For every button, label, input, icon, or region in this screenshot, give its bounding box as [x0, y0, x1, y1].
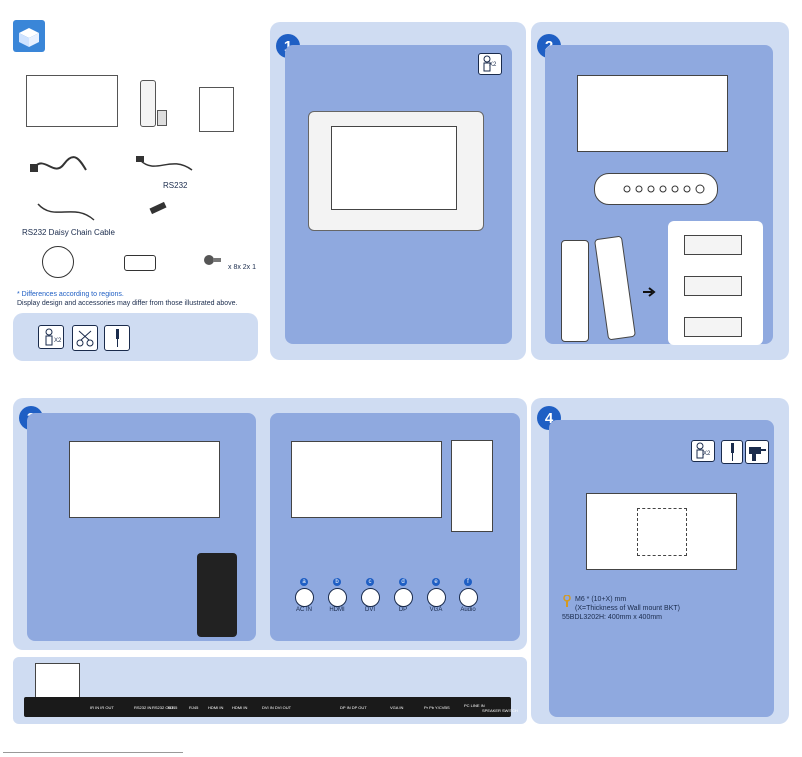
- port-label: Pr Pb Y/CVBS: [424, 705, 450, 710]
- step-4-two-person-icon: [691, 440, 715, 462]
- ir-sensor-cable-illustration: [149, 201, 167, 215]
- connector-label: AC IN: [295, 607, 312, 613]
- mount-model-spec: 55BDL3202H: 400mm x 400mm: [562, 614, 662, 621]
- connector-label: DVI: [364, 607, 375, 613]
- battery-insert-panel: [668, 221, 763, 345]
- connector-vga: e VGA: [421, 578, 451, 613]
- drill-icon: [745, 440, 769, 464]
- port-label: DP IN DP OUT: [340, 705, 367, 710]
- port-label: HDMI IN: [232, 705, 248, 710]
- mount-screw-spec: M6 * (10+X) mm: [575, 596, 627, 603]
- control-panel-closeup: [594, 173, 718, 205]
- screw-icon: [562, 594, 572, 612]
- connector-hdmi: b HDMI: [322, 578, 352, 613]
- connector-label: HDMI: [329, 607, 345, 613]
- port-label: HDMI IN: [208, 705, 224, 710]
- daisy-chain-label: RS232 Daisy Chain Cable: [22, 228, 115, 237]
- remote-illustration: [140, 80, 156, 127]
- mount-hole-pattern: [637, 508, 687, 556]
- quick-guide-illustration: [199, 87, 234, 132]
- display-rear-mount: [586, 493, 737, 570]
- screwdriver-icon: [104, 325, 130, 351]
- connector-tag: d: [399, 578, 407, 586]
- io-ports-bar: IR IN IR OUT RS232 IN RS232 OUT RJ45 RJ4…: [24, 697, 518, 717]
- connector-label: DP: [398, 607, 408, 613]
- power-switch-illustration: [35, 663, 80, 698]
- bracket-illustration: [124, 255, 156, 271]
- connector-tag: c: [366, 578, 374, 586]
- connector-audio: f Audio: [453, 578, 483, 613]
- rs232-cable-illustration: [136, 150, 196, 185]
- regions-note: * Differences according to regions.: [17, 291, 124, 298]
- display-rear-view: [577, 75, 728, 152]
- connector-tag: b: [333, 578, 341, 586]
- display-in-packaging: [308, 111, 484, 231]
- footer-rule: [3, 752, 183, 753]
- display-rear-step3: [69, 441, 220, 518]
- box-icon: [13, 20, 45, 52]
- step-4-persons-count: X2: [703, 451, 711, 457]
- screws-label: x 8x 2x 1: [228, 264, 257, 271]
- display-illustration: [26, 75, 118, 127]
- pc-tower-illustration: [451, 440, 493, 532]
- connector-row: a AC IN b HDMI c DVI d DP e VGA f Audio: [285, 578, 485, 628]
- connector-label: VGA: [429, 607, 443, 613]
- arrow-right-icon: [643, 284, 657, 302]
- round-plate-illustration: [42, 246, 74, 278]
- port-label: RS232 IN: [134, 705, 152, 710]
- port-label: IR IN IR OUT: [90, 705, 114, 710]
- port-label: DVI IN DVI OUT: [262, 705, 292, 710]
- port-label: SPEAKER SWITCH: [482, 708, 518, 713]
- port-label: PC LINE IN: [464, 703, 485, 708]
- connector-dp: d DP: [388, 578, 418, 613]
- connector-tag: f: [464, 578, 472, 586]
- screw-illustration: [203, 252, 221, 273]
- daisy-chain-cable-illustration: [36, 198, 96, 231]
- step-1-persons-count: X2: [489, 62, 497, 68]
- remote-front: [561, 240, 589, 342]
- mount-screw-note: (X=Thickness of Wall mount BKT): [575, 605, 680, 612]
- connector-tag: e: [432, 578, 440, 586]
- io-panel-closeup: [197, 553, 237, 637]
- connector-label: Audio: [460, 607, 476, 613]
- rs232-label: RS232: [163, 181, 188, 190]
- connector-dvi: c DVI: [355, 578, 385, 613]
- port-label: VGA IN: [390, 705, 404, 710]
- display-rear-connections: [291, 441, 442, 518]
- batteries-illustration: [157, 110, 167, 126]
- port-label: RJ45: [168, 705, 178, 710]
- tools-persons-count: X2: [54, 338, 62, 344]
- port-label: RS232 OUT: [152, 705, 174, 710]
- step-1-two-person-icon: [478, 53, 502, 75]
- design-note: Display design and accessories may diffe…: [17, 300, 238, 307]
- two-person-icon: [38, 325, 64, 349]
- connector-tag: a: [300, 578, 308, 586]
- step-4-screwdriver-icon: [721, 440, 743, 464]
- scissors-icon: [72, 325, 98, 351]
- port-label: RJ45: [189, 705, 199, 710]
- power-cord-illustration: [30, 150, 90, 185]
- connector-ac-in: a AC IN: [289, 578, 319, 613]
